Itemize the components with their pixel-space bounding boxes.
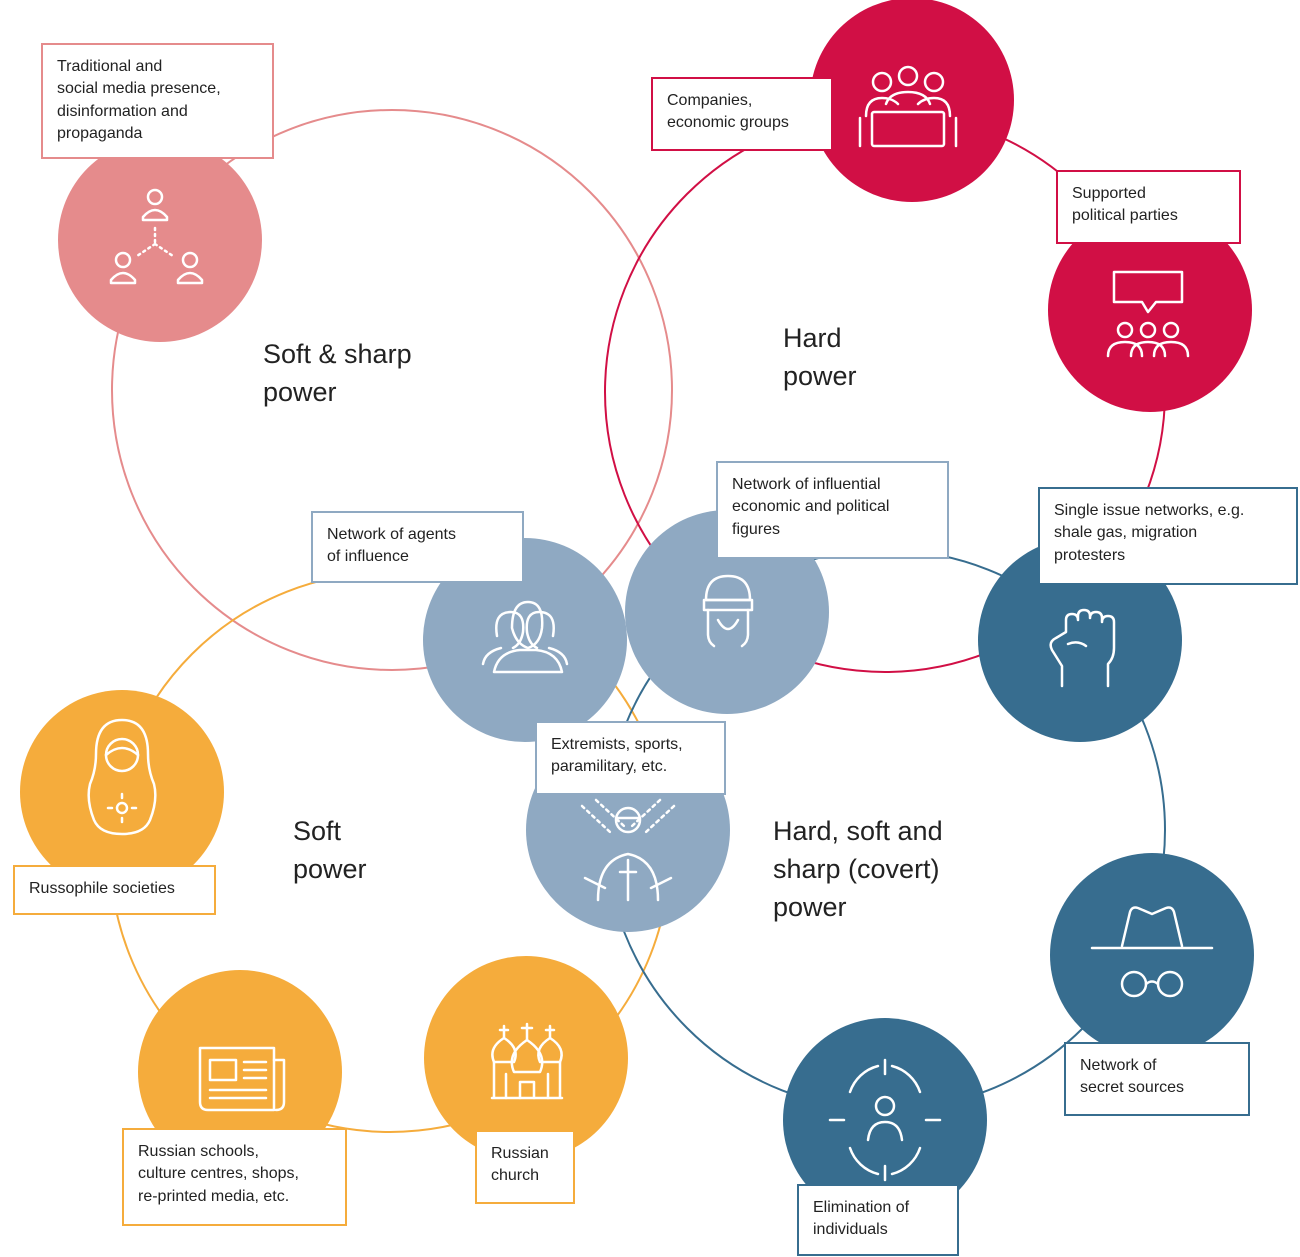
paramilitary-icon — [580, 798, 676, 902]
companies-label: Companies, economic groups — [651, 77, 833, 151]
social-network-icon — [109, 188, 204, 285]
meeting-table-icon — [858, 65, 958, 148]
fur-hat-icon — [702, 574, 754, 648]
figures-node — [625, 510, 829, 714]
speech-group-icon — [1106, 270, 1190, 358]
media-label: Traditional and social media presence, d… — [41, 43, 274, 159]
matryoshka-icon — [87, 718, 157, 836]
elimination-label: Elimination of individuals — [797, 1184, 959, 1256]
elimination-node — [783, 1018, 987, 1222]
agents-node — [423, 538, 627, 742]
schools-label: Russian schools, culture centres, shops,… — [122, 1128, 347, 1226]
schools-node — [138, 970, 342, 1174]
secret-sources-label: Network of secret sources — [1064, 1042, 1250, 1116]
single-issue-label: Single issue networks, e.g. shale gas, m… — [1038, 487, 1298, 585]
figures-label: Network of influential economic and poli… — [716, 461, 949, 559]
soft-power-title: Soft power — [293, 816, 367, 884]
russophile-node — [20, 690, 224, 894]
agents-label: Network of agents of influence — [311, 511, 524, 583]
parties-label: Supported political parties — [1056, 170, 1241, 244]
newspaper-icon — [198, 1046, 286, 1112]
secret-sources-node — [1050, 853, 1254, 1057]
raised-fist-icon — [1049, 608, 1116, 688]
companies-node — [810, 0, 1014, 202]
extremists-label: Extremists, sports, paramilitary, etc. — [535, 721, 726, 795]
russophile-label: Russophile societies — [13, 865, 216, 915]
people-group-icon — [481, 600, 569, 674]
church-icon — [490, 1022, 564, 1100]
target-person-icon — [828, 1058, 942, 1182]
spy-icon — [1090, 906, 1214, 998]
soft-sharp-power-ring — [111, 109, 673, 671]
church-label: Russian church — [475, 1130, 575, 1204]
hard-power-title: Hard power — [783, 323, 857, 391]
single-issue-node — [978, 538, 1182, 742]
church-node — [424, 956, 628, 1160]
covert-power-title: Hard, soft and sharp (covert) power — [773, 816, 943, 922]
soft-sharp-power-title: Soft & sharp power — [263, 339, 412, 407]
media-node — [58, 138, 262, 342]
